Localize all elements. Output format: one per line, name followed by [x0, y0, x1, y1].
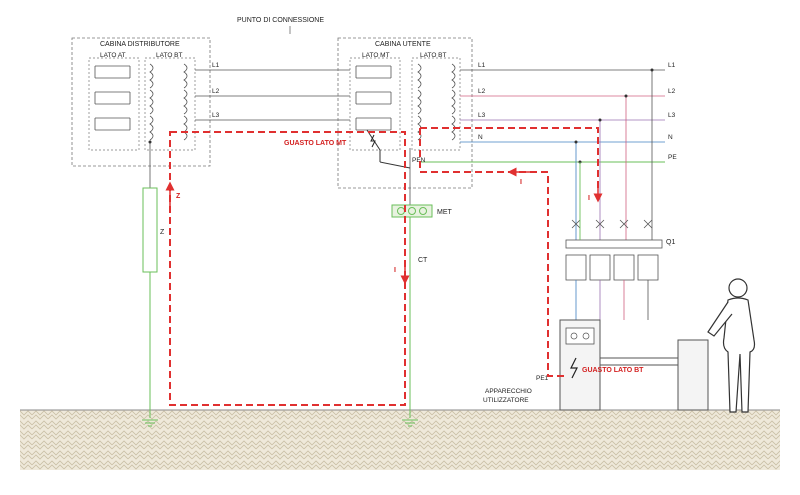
fault-path-bt-top	[420, 127, 599, 190]
lato-mt-label: LATO MT	[362, 52, 390, 59]
utente-windings	[355, 63, 456, 141]
punto-connessione-label: PUNTO DI CONNESSIONE	[237, 17, 324, 24]
dist-l3-label: L3	[212, 112, 220, 119]
met-label: MET	[437, 209, 453, 216]
cabina-utente-label: CABINA UTENTE	[375, 41, 431, 48]
earth-symbol-center	[402, 419, 418, 427]
fault-path-bt	[419, 128, 565, 377]
lato-bt-label-1: LATO BT	[156, 52, 183, 59]
trafo-bt-box-1	[144, 57, 196, 151]
cabina-distributore-label: CABINA DISTRIBUTORE	[100, 41, 180, 48]
lato-at-label: LATO AT	[100, 52, 126, 59]
apparecchio-label-1: APPARECCHIO	[485, 388, 532, 395]
right-l2-label: L2	[668, 88, 676, 95]
ground-floor	[20, 410, 780, 470]
person-figure	[707, 278, 756, 413]
ut-n-label: N	[478, 134, 483, 141]
apparecchio-label-2: UTILIZZATORE	[483, 397, 529, 404]
ut-l1-label: L1	[478, 62, 486, 69]
met-node-3	[419, 207, 427, 215]
pen-label: PEN	[412, 157, 426, 164]
fault-bt-bolt	[570, 357, 578, 379]
arrow-bt-label: I	[520, 179, 522, 186]
fault-mt-bolt	[370, 134, 376, 148]
right-n-label: N	[668, 134, 673, 141]
ut-l3-label: L3	[478, 112, 486, 119]
trafo-at-box	[88, 57, 140, 151]
cabina-distributore-box	[71, 37, 211, 167]
dist-l1-label: L1	[212, 62, 220, 69]
dist-l2-label: L2	[212, 88, 220, 95]
breaker-q1	[565, 219, 663, 281]
trafo-bt-box-2	[411, 57, 461, 151]
met-node-2	[408, 207, 416, 215]
guasto-bt-label: GUASTO LATO BT	[582, 367, 644, 374]
guasto-mt-label: GUASTO LATO MT	[284, 140, 347, 147]
arrow-z-label: Z	[176, 193, 181, 200]
machine-body	[677, 339, 709, 411]
q1-label: Q1	[666, 239, 675, 246]
pe1-label: PE1	[536, 375, 549, 382]
arrow-ct-label: I	[394, 267, 396, 274]
ct-label: CT	[418, 257, 428, 264]
z-label: Z	[160, 229, 165, 236]
distributore-windings	[94, 63, 188, 141]
fault-path-mt	[169, 131, 406, 406]
apparecchio-panel	[565, 327, 595, 345]
trafo-mt-box	[349, 57, 401, 151]
ut-l2-label: L2	[478, 88, 486, 95]
earth-symbol-left	[142, 419, 158, 427]
impedance-z	[142, 187, 158, 273]
right-pe-label: PE	[668, 154, 677, 161]
lato-bt-label-2: LATO BT	[420, 52, 447, 59]
right-l3-label: L3	[668, 112, 676, 119]
right-l1-label: L1	[668, 62, 676, 69]
arrow-right-label: I	[588, 195, 590, 202]
conductors-main	[195, 69, 350, 121]
neutral-node	[148, 140, 152, 144]
